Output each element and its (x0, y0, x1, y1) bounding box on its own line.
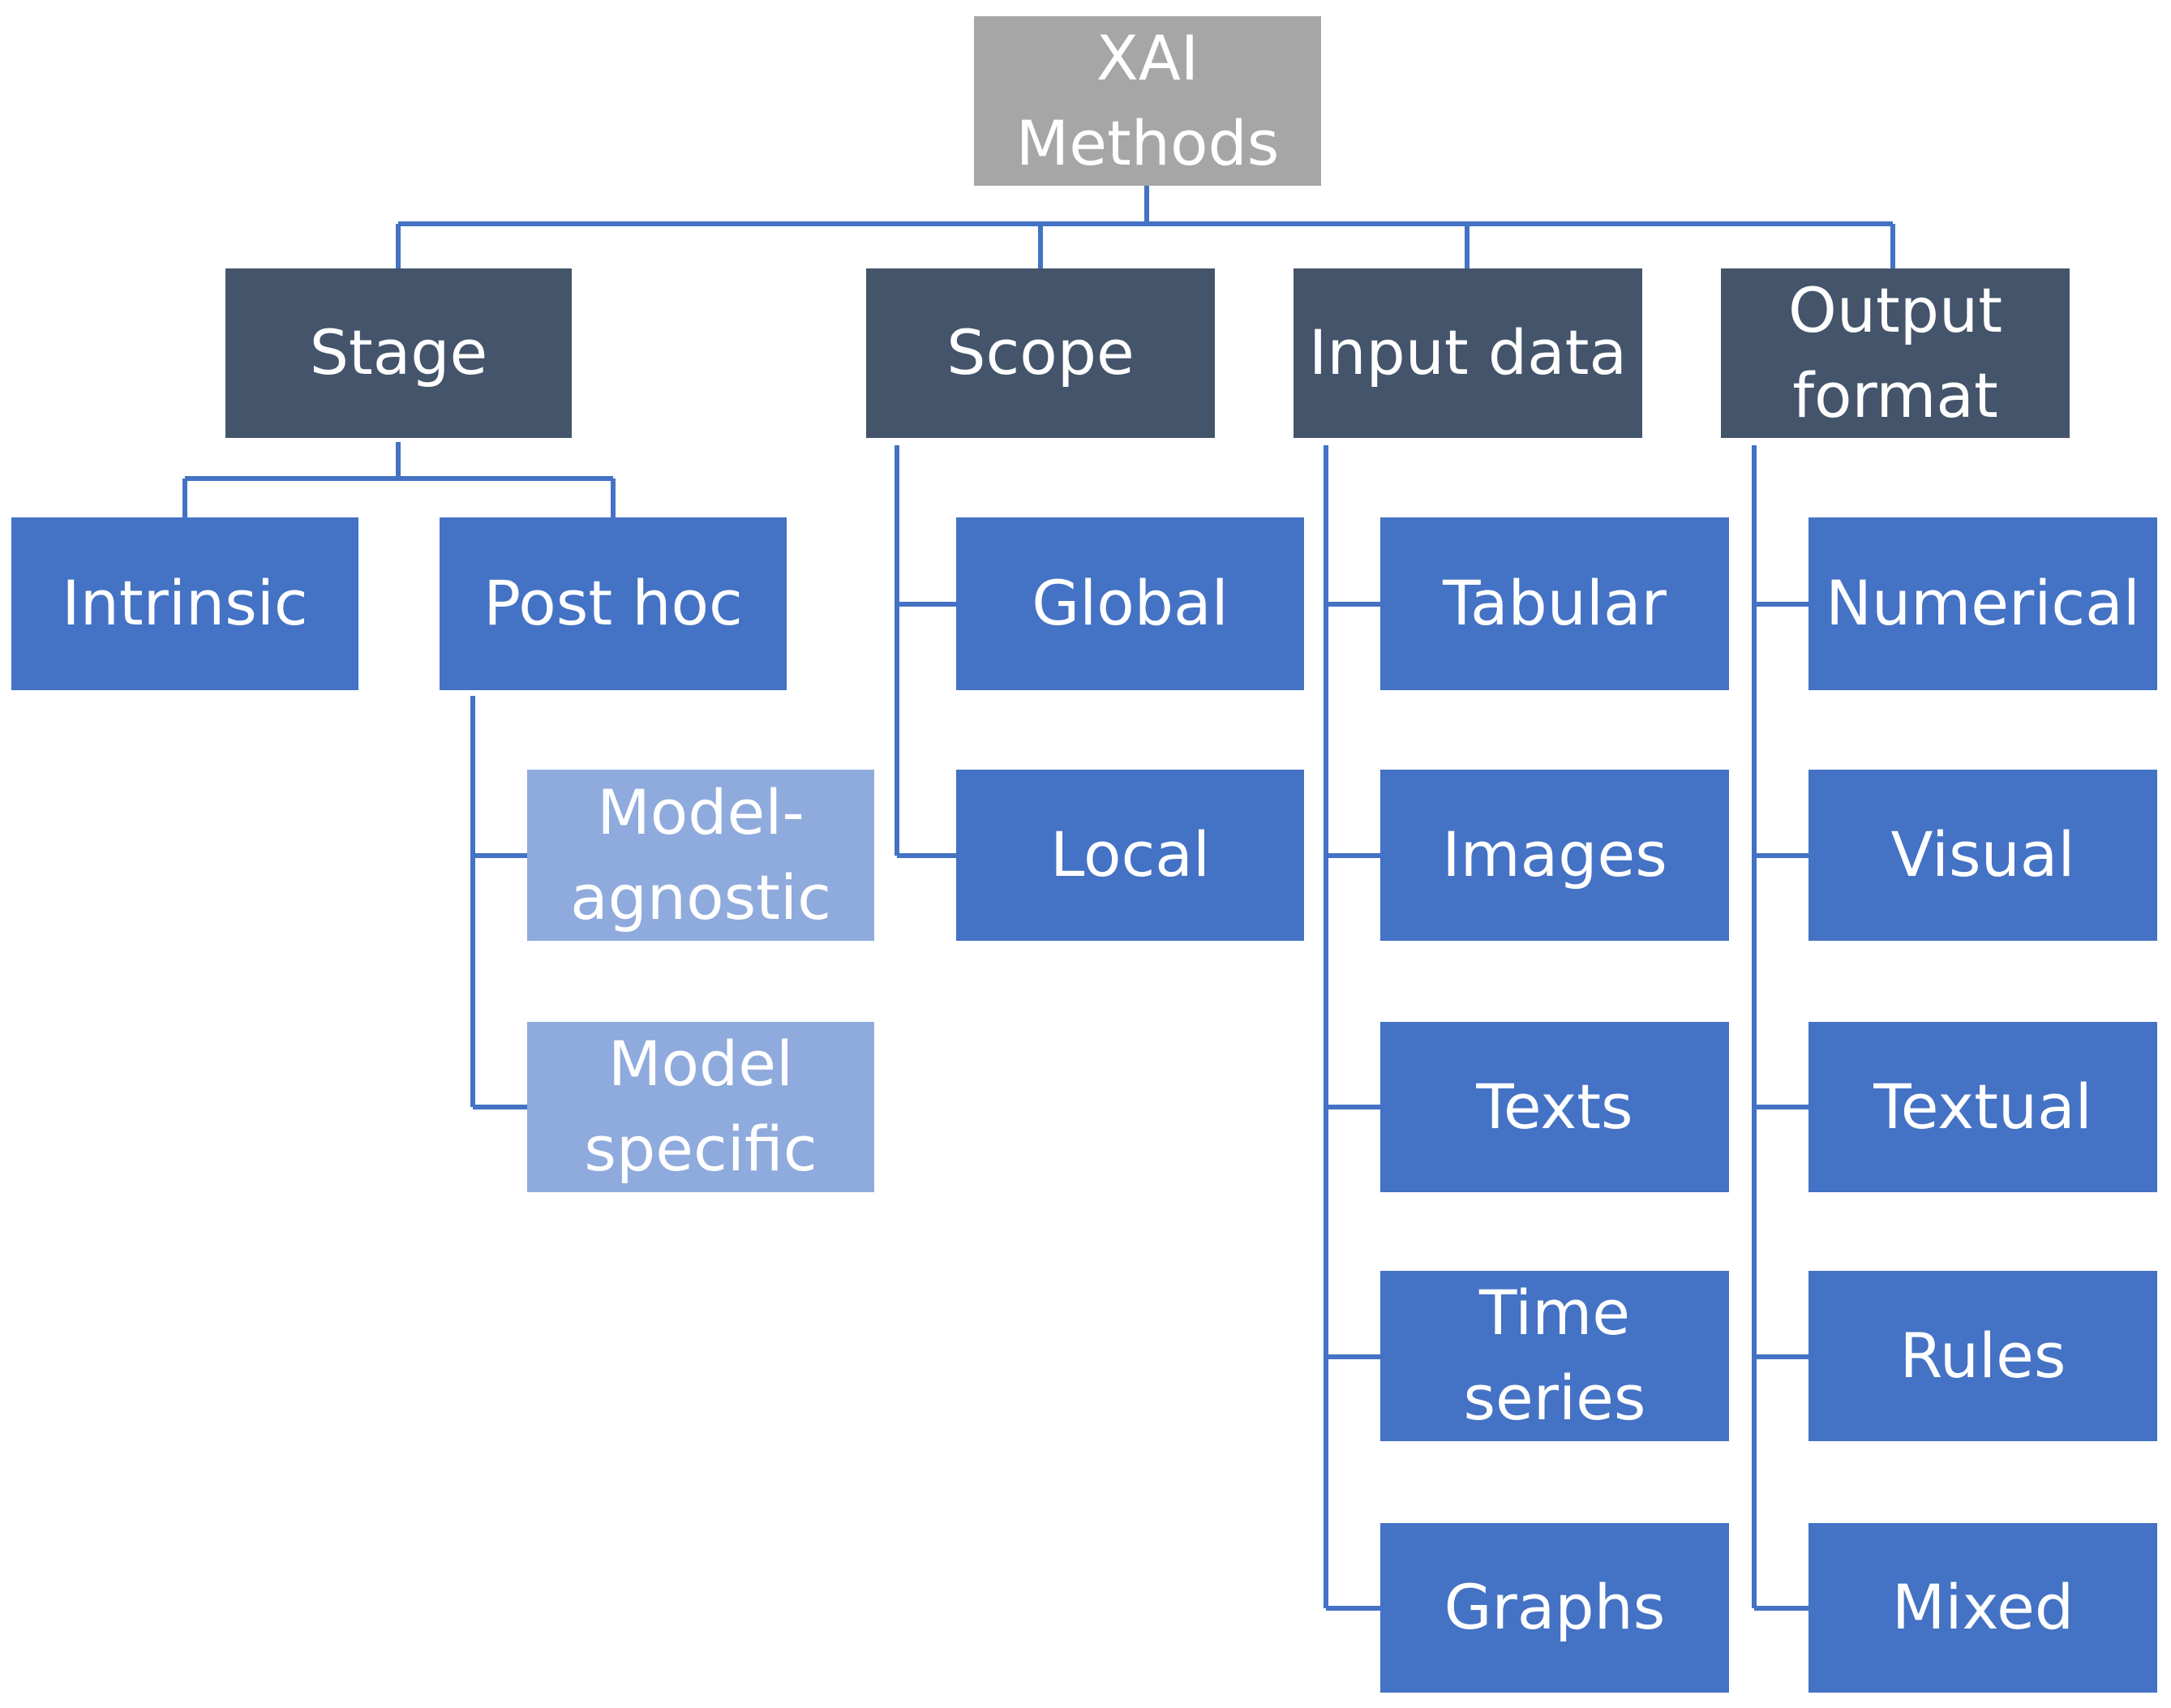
node-output-format: Output format (1721, 268, 2070, 438)
node-tabular: Tabular (1380, 517, 1729, 690)
node-rules: Rules (1808, 1271, 2157, 1441)
node-numerical: Numerical (1808, 517, 2157, 690)
node-scope: Scope (866, 268, 1215, 438)
node-time-series: Time series (1380, 1271, 1729, 1441)
node-mixed: Mixed (1808, 1523, 2157, 1693)
node-input-data: Input data (1294, 268, 1642, 438)
node-stage: Stage (225, 268, 572, 438)
node-visual: Visual (1808, 770, 2157, 941)
node-intrinsic: Intrinsic (11, 517, 358, 690)
node-global: Global (956, 517, 1304, 690)
node-texts: Texts (1380, 1022, 1729, 1192)
node-xai-methods: XAI Methods (974, 16, 1321, 186)
node-post-hoc: Post hoc (440, 517, 787, 690)
node-graphs: Graphs (1380, 1523, 1729, 1693)
node-model-specific: Model specific (527, 1022, 874, 1192)
node-textual: Textual (1808, 1022, 2157, 1192)
node-model-agnostic: Model- agnostic (527, 770, 874, 941)
node-local: Local (956, 770, 1304, 941)
node-images: Images (1380, 770, 1729, 941)
